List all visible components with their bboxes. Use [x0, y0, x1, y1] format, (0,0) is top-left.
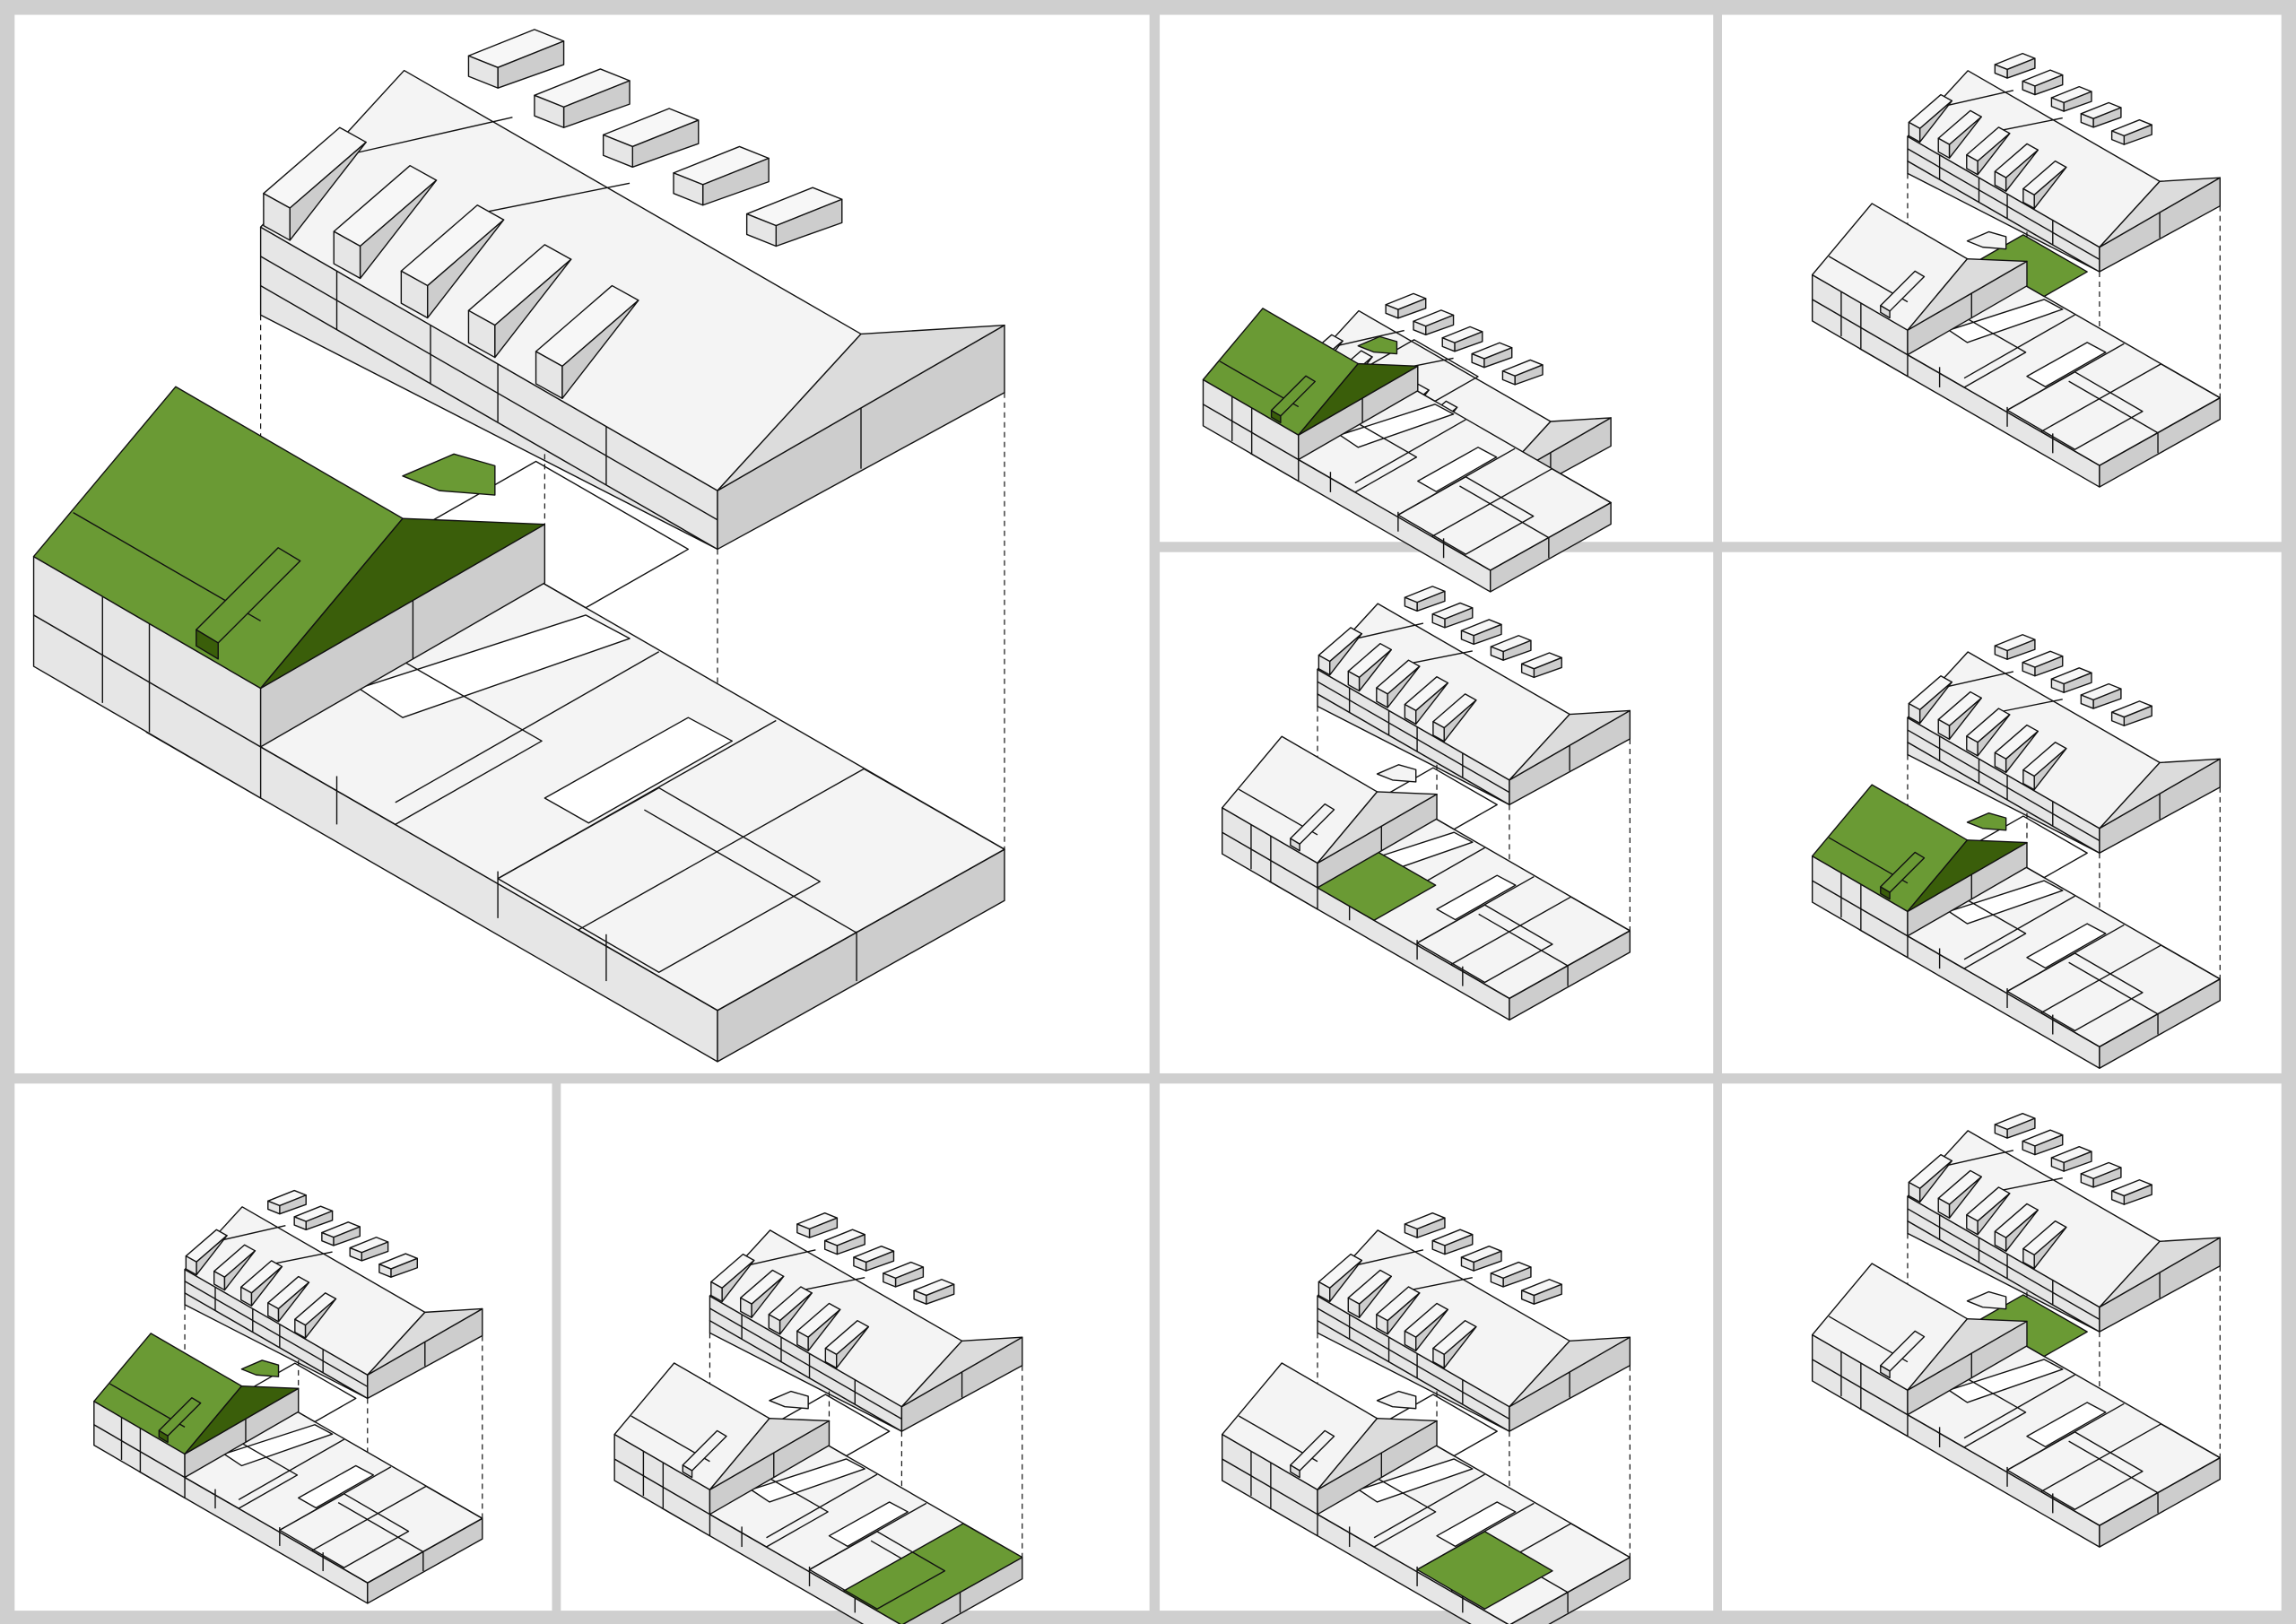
diagram-canvas — [14, 14, 2282, 1624]
